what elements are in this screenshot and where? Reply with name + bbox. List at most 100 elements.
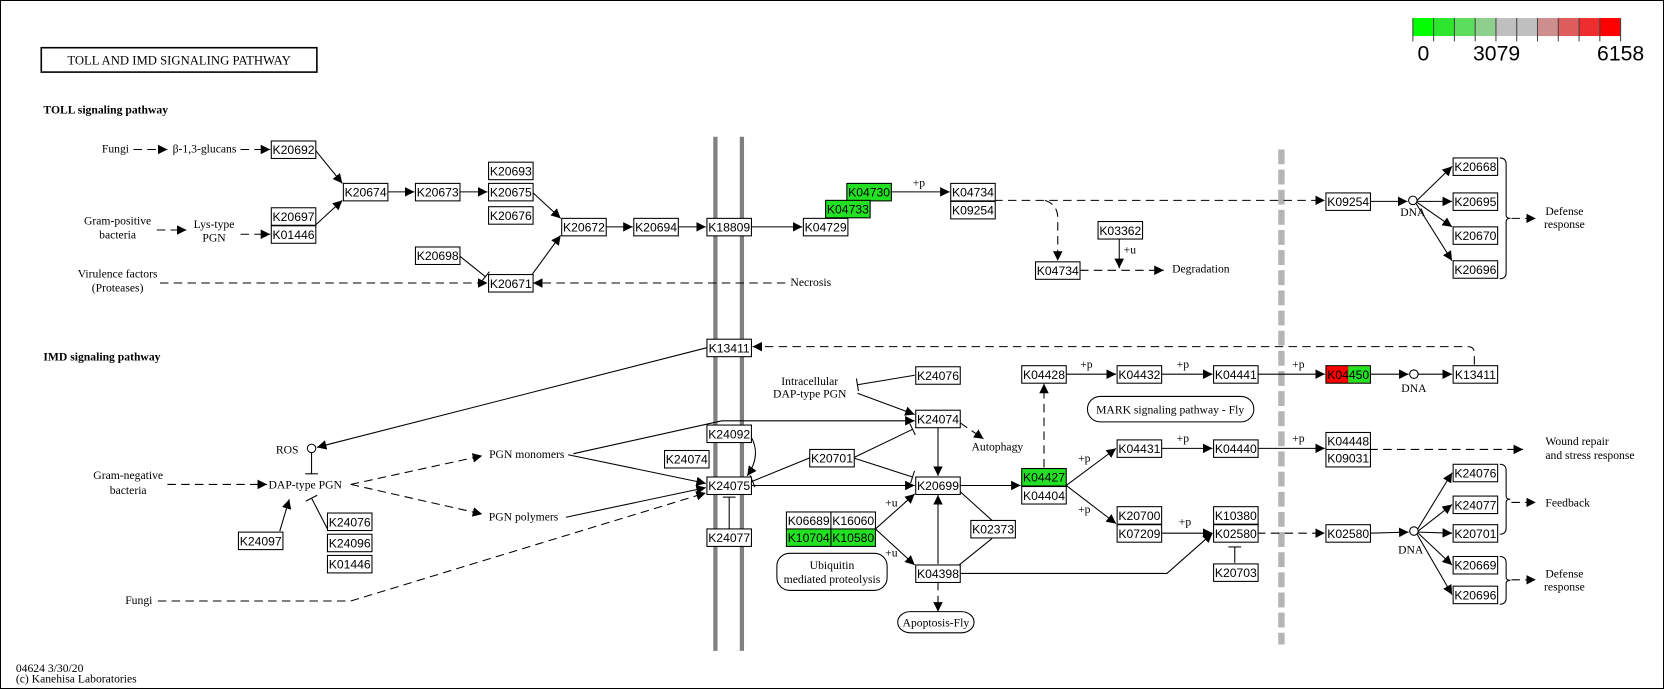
node-box — [488, 182, 534, 202]
gene-node-k04734[interactable]: K04734 — [1034, 261, 1081, 280]
compound-circle — [1409, 369, 1419, 379]
gene-node-k24076[interactable]: K24076 — [915, 366, 961, 385]
gene-node-k20674[interactable]: K20674 — [342, 182, 389, 202]
gene-node-k09031[interactable]: K09031 — [1325, 448, 1371, 468]
gene-node-k04729[interactable]: K04729 — [802, 217, 849, 237]
gene-node-k24074[interactable]: K24074 — [663, 449, 710, 469]
gene-node-k20676[interactable]: K20676 — [488, 206, 534, 225]
gene-node-k20669[interactable]: K20669 — [1452, 555, 1499, 575]
gene-node-k07209[interactable]: K07209 — [1116, 524, 1163, 543]
gene-node-k02580[interactable]: K02580 — [1325, 524, 1371, 543]
activation-edge — [959, 532, 1213, 574]
gene-node-k20701[interactable]: K20701 — [1452, 524, 1499, 543]
node-label: K10580 — [832, 531, 874, 545]
activation-edge — [1369, 527, 1409, 538]
gene-node-k04404[interactable]: K04404 — [1021, 486, 1067, 505]
gene-node-k20692[interactable]: K20692 — [270, 140, 317, 160]
node-label: K02373 — [972, 523, 1014, 537]
legend-swatch — [1516, 18, 1538, 37]
text-label: Feedback — [1545, 497, 1590, 510]
gene-node-k20698[interactable]: K20698 — [414, 246, 461, 266]
gene-node-k20696[interactable]: K20696 — [1452, 260, 1499, 279]
node-box — [1452, 157, 1499, 176]
gene-node-k16060[interactable]: K16060 — [830, 511, 876, 530]
gene-node-k20699[interactable]: K20699 — [915, 476, 961, 496]
gene-node-k01446[interactable]: K01446 — [270, 225, 317, 244]
text-label: Degradation — [1172, 262, 1230, 275]
gene-node-k18809[interactable]: K18809 — [706, 217, 752, 237]
gene-node-k04441[interactable]: K04441 — [1213, 365, 1259, 384]
gene-node-k04398[interactable]: K04398 — [915, 564, 961, 583]
node-box — [915, 476, 961, 496]
text-label: +p — [913, 177, 926, 190]
gene-node-k04427[interactable]: K04427 — [1021, 467, 1067, 487]
gene-node-k02580[interactable]: K02580 — [1213, 524, 1259, 543]
gene-node-k20697[interactable]: K20697 — [270, 207, 317, 226]
gene-node-k10704[interactable]: K10704 — [785, 528, 832, 547]
gene-node-k20675[interactable]: K20675 — [488, 182, 534, 202]
text-label: Wound repair — [1545, 435, 1609, 448]
gene-node-k24075[interactable]: K24075 — [706, 476, 752, 496]
gene-node-k24077[interactable]: K24077 — [706, 528, 752, 547]
gene-node-k09254[interactable]: K09254 — [950, 200, 996, 220]
apoptosis-pathway-link[interactable] — [897, 611, 975, 634]
node-box — [950, 200, 996, 220]
node-label: K24077 — [1454, 498, 1496, 512]
gene-node-k13411[interactable]: K13411 — [1452, 365, 1499, 384]
gene-node-k20696[interactable]: K20696 — [1452, 585, 1499, 605]
gene-node-k20694[interactable]: K20694 — [633, 217, 679, 237]
node-label: K20694 — [635, 221, 677, 235]
gene-node-k20701[interactable]: K20701 — [809, 448, 855, 468]
node-box — [1021, 486, 1067, 505]
gene-node-k24077[interactable]: K24077 — [1452, 495, 1499, 515]
gene-node-k20668[interactable]: K20668 — [1452, 157, 1499, 176]
node-box — [1021, 365, 1067, 384]
gene-node-k24076[interactable]: K24076 — [1452, 463, 1499, 483]
activation-edge — [1416, 472, 1453, 531]
gene-node-k20671[interactable]: K20671 — [488, 274, 534, 293]
gene-node-k04432[interactable]: K04432 — [1116, 365, 1163, 384]
gene-node-k03362[interactable]: K03362 — [1097, 221, 1144, 240]
gene-node-k04428[interactable]: K04428 — [1021, 365, 1067, 384]
page-title: TOLL AND IMD SIGNALING PATHWAY — [67, 54, 291, 68]
gene-node-k04450[interactable]: K04450 — [1325, 365, 1371, 384]
gene-node-k04734[interactable]: K04734 — [950, 182, 996, 202]
gene-node-k20670[interactable]: K20670 — [1452, 226, 1499, 245]
gene-node-k10380[interactable]: K10380 — [1213, 506, 1259, 525]
ubiquitin-pathway-link[interactable] — [776, 552, 888, 591]
node-label: K20675 — [490, 186, 532, 200]
gene-node-k04440[interactable]: K04440 — [1213, 439, 1259, 458]
mapk-pathway-link[interactable] — [1086, 395, 1255, 423]
gene-node-k06689[interactable]: K06689 — [785, 511, 832, 530]
gene-node-k04733[interactable]: K04733 — [825, 199, 871, 219]
text-label: Defense — [1545, 568, 1583, 581]
gene-node-k20693[interactable]: K20693 — [488, 161, 534, 181]
activation-edge — [350, 453, 483, 485]
gene-node-k20695[interactable]: K20695 — [1452, 192, 1499, 211]
gene-node-k24097[interactable]: K24097 — [237, 531, 284, 551]
gene-node-k20700[interactable]: K20700 — [1116, 506, 1163, 525]
gene-node-k24074[interactable]: K24074 — [915, 409, 961, 429]
node-box — [1452, 365, 1499, 384]
node-box — [1452, 226, 1499, 245]
node-box — [809, 448, 855, 468]
node-label: K20699 — [917, 479, 959, 493]
inhibition-edge — [852, 428, 913, 459]
gene-node-k20673[interactable]: K20673 — [414, 182, 461, 202]
gene-node-k10580[interactable]: K10580 — [830, 528, 876, 547]
gene-node-k20703[interactable]: K20703 — [1213, 563, 1259, 582]
gene-node-k02373[interactable]: K02373 — [970, 519, 1016, 539]
legend-mid: 3079 — [1473, 42, 1520, 65]
gene-node-k04431[interactable]: K04431 — [1116, 439, 1163, 458]
gene-node-k13411[interactable]: K13411 — [706, 338, 752, 358]
gene-node-k24092[interactable]: K24092 — [706, 424, 752, 444]
gene-node-k24076[interactable]: K24076 — [326, 512, 373, 532]
gene-node-k01446[interactable]: K01446 — [326, 554, 373, 574]
gene-node-k09254[interactable]: K09254 — [1325, 192, 1371, 211]
gene-node-k04730[interactable]: K04730 — [846, 182, 892, 202]
gene-node-k04448[interactable]: K04448 — [1325, 431, 1371, 451]
activation-edge — [279, 499, 292, 532]
activation-edge — [1418, 528, 1453, 538]
gene-node-k20672[interactable]: K20672 — [561, 217, 607, 237]
gene-node-k24096[interactable]: K24096 — [326, 533, 373, 553]
